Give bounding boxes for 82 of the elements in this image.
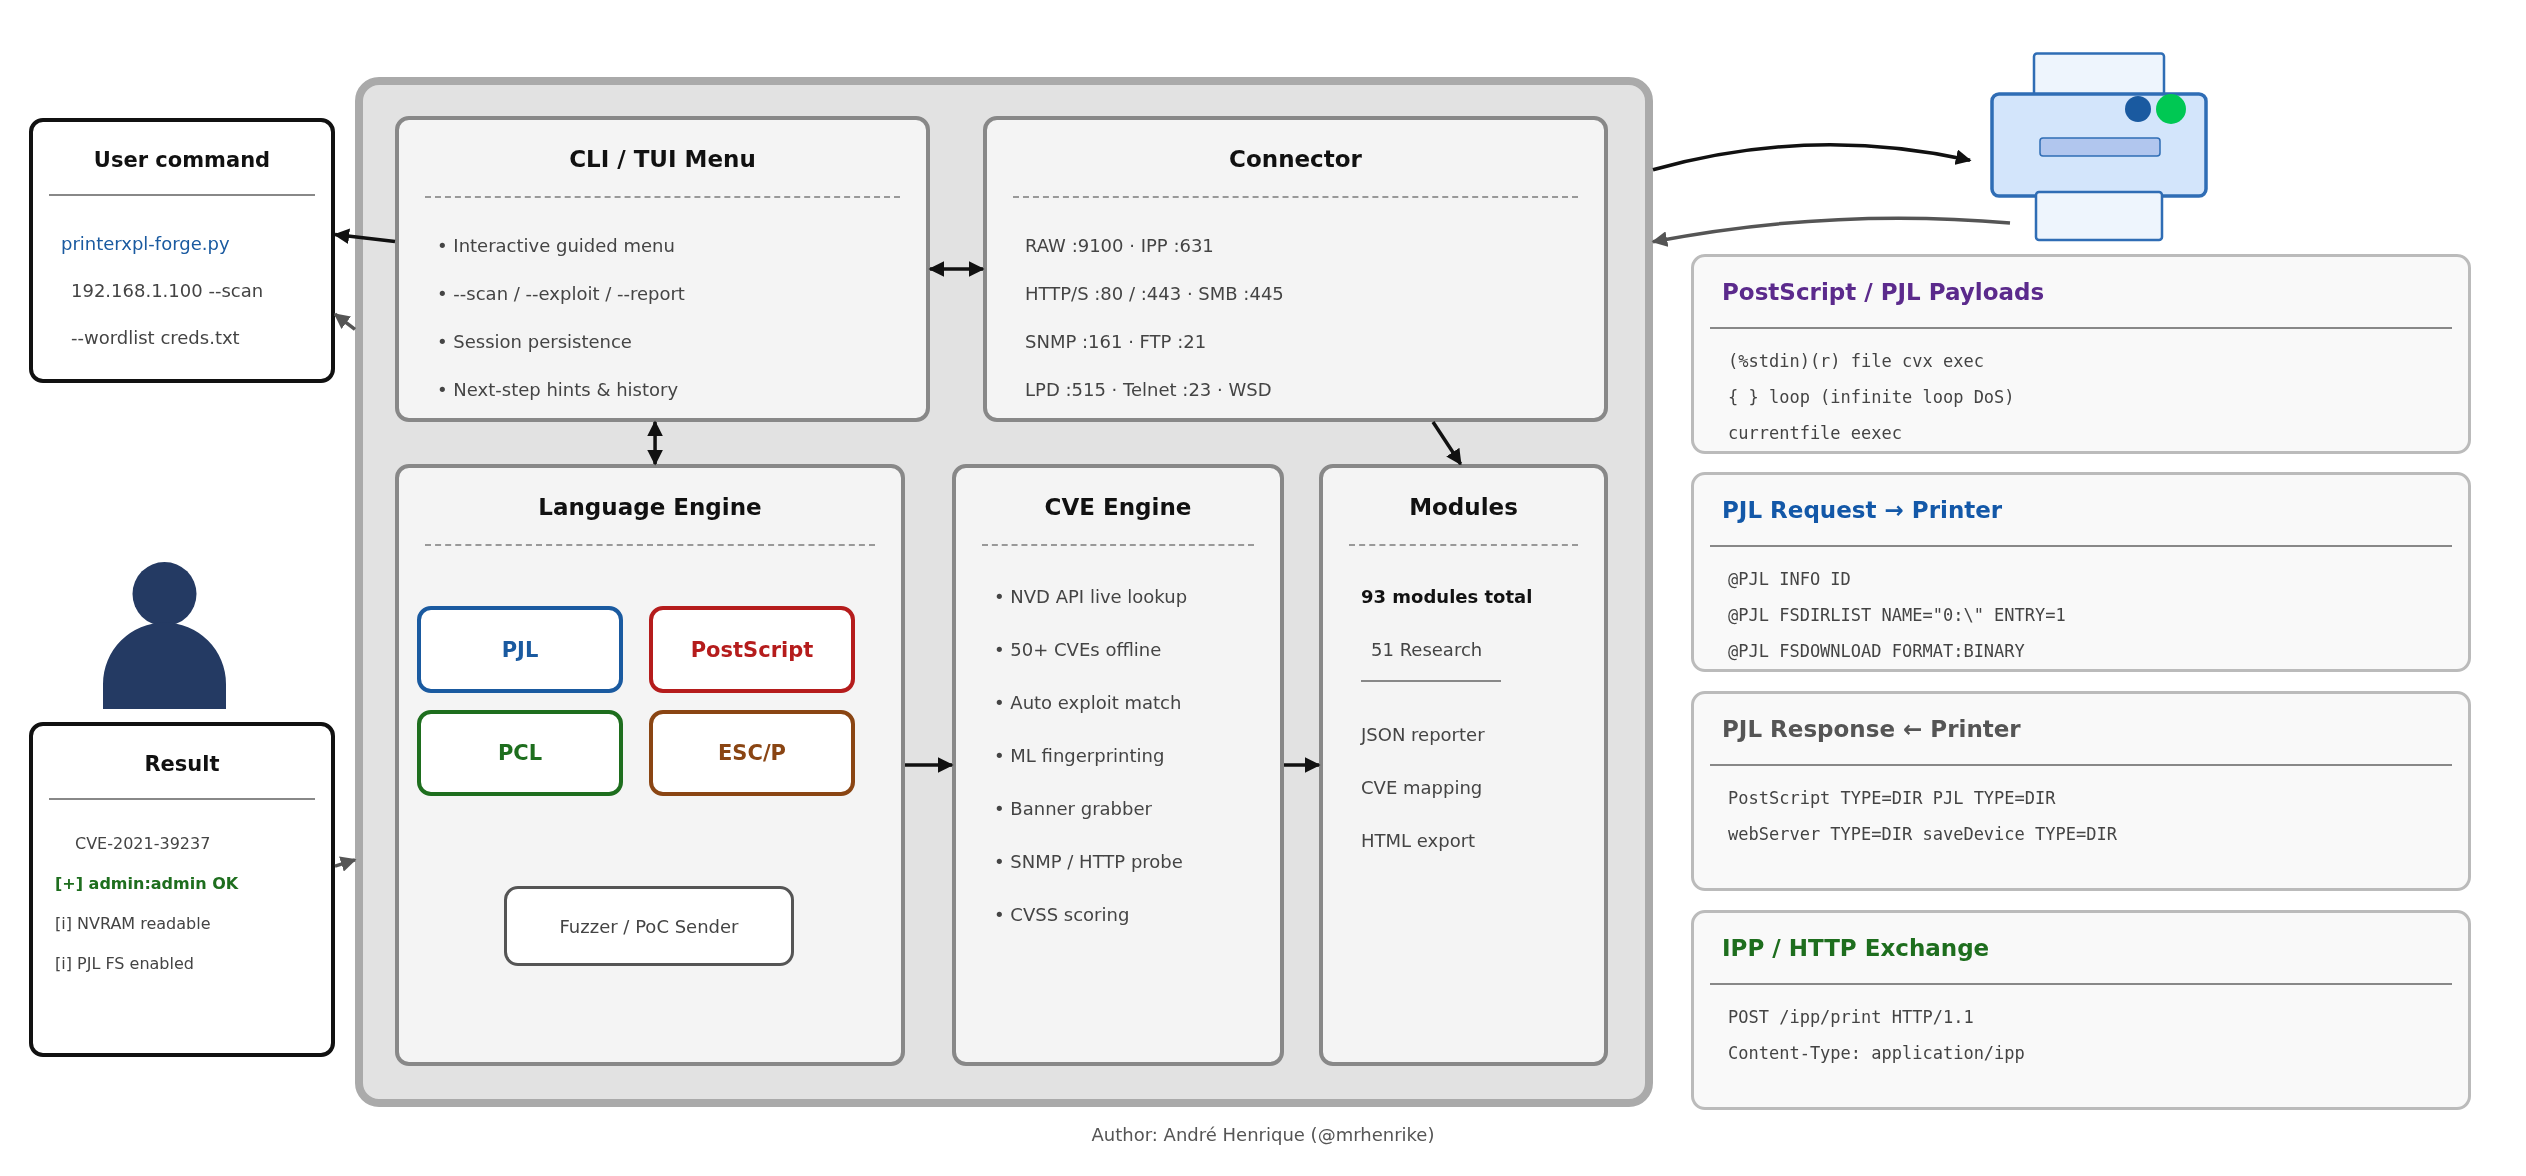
output-line: CVE-2021-39237 (74, 833, 212, 855)
heading: PJL Request → Printer (1721, 497, 2004, 523)
list-item: • Next-step hints & history (436, 378, 680, 402)
module-card (952, 464, 1284, 1066)
heading: PJL Response ← Printer (1721, 716, 2022, 742)
button-label: Fuzzer / PoC Sender (559, 915, 739, 937)
arrow (1651, 216, 2011, 247)
arrow (905, 757, 954, 773)
list-item: • 50+ CVEs offline (993, 638, 1163, 662)
list-item: • Interactive guided menu (436, 234, 676, 258)
code-panel (1691, 691, 2471, 891)
code-line: PostScript TYPE=DIR PJL TYPE=DIR (1727, 787, 2057, 810)
list-item: • Auto exploit match (993, 691, 1183, 715)
code-panel (1691, 910, 2471, 1110)
list-item: HTML export (1360, 829, 1477, 853)
list-item: • --scan / --exploit / --report (436, 282, 686, 306)
module-card (1319, 464, 1608, 1066)
output-line: [i] NVRAM readable (54, 913, 212, 935)
heading: User command (92, 148, 272, 172)
module-card (395, 464, 905, 1066)
code-line: @PJL FSDOWNLOAD FORMAT:BINARY (1727, 640, 2026, 663)
list-item: SNMP :161 · FTP :21 (1024, 330, 1208, 354)
terminal-card (29, 722, 335, 1057)
code-line: @PJL INFO ID (1727, 568, 1852, 591)
language-chip (417, 710, 623, 796)
arrow (334, 856, 357, 872)
list-item: • NVD API live lookup (993, 585, 1189, 609)
language-chip (649, 710, 855, 796)
code-line: Content-Type: application/ipp (1727, 1042, 2026, 1065)
code-line: POST /ipp/print HTTP/1.1 (1727, 1006, 1975, 1029)
heading: CLI / TUI Menu (568, 146, 757, 172)
code-line: webServer TYPE=DIR saveDevice TYPE=DIR (1727, 823, 2118, 846)
arrow (1284, 757, 1321, 773)
caption: Author: André Henrique (@mrhenrike) (1090, 1124, 1436, 1145)
heading: PostScript / PJL Payloads (1721, 279, 2046, 305)
module-card (395, 116, 930, 422)
list-item: RAW :9100 · IPP :631 (1024, 234, 1215, 258)
output-line: [i] PJL FS enabled (54, 953, 195, 975)
arrow (1652, 143, 1972, 172)
list-item: • ML fingerprinting (993, 744, 1166, 768)
language-label: PJL (501, 637, 539, 662)
code-panel (1691, 472, 2471, 672)
list-item: LPD :515 · Telnet :23 · WSD (1024, 378, 1273, 402)
sender-box (504, 886, 794, 966)
heading: IPP / HTTP Exchange (1721, 935, 1991, 961)
terminal-card (29, 118, 335, 383)
list-item: CVE mapping (1360, 776, 1484, 800)
code-line: (%stdin)(r) file cvx exec (1727, 350, 1985, 373)
list-item: 51 Research (1370, 638, 1484, 662)
arrow (928, 261, 985, 277)
language-label: ESC/P (718, 741, 786, 765)
arrow (333, 312, 357, 331)
tool-frame (355, 77, 1653, 1107)
arrow (333, 228, 396, 245)
module-card (983, 116, 1608, 422)
list-item: 93 modules total (1360, 585, 1534, 609)
list-item: • SNMP / HTTP probe (993, 850, 1184, 874)
printer-icon (1990, 52, 2208, 242)
heading: Language Engine (537, 494, 763, 520)
heading: CVE Engine (1043, 494, 1193, 520)
list-item: • Session persistence (436, 330, 633, 354)
arrow (647, 420, 663, 466)
list-item: • CVSS scoring (993, 903, 1131, 927)
output-line: [+] admin:admin OK (54, 873, 240, 895)
language-chip (649, 606, 855, 693)
language-label: PCL (497, 741, 543, 765)
code-panel (1691, 254, 2471, 454)
language-chip (417, 606, 623, 693)
heading: Result (143, 752, 221, 776)
arrow (1431, 421, 1463, 466)
list-item: JSON reporter (1359, 723, 1486, 747)
output-line: 192.168.1.100 --scan (70, 279, 265, 303)
code-line: currentfile eexec (1727, 422, 1903, 445)
heading: Modules (1408, 494, 1519, 520)
output-line: --wordlist creds.txt (70, 326, 241, 350)
code-line: @PJL FSDIRLIST NAME="0:\" ENTRY=1 (1727, 604, 2067, 627)
language-label: PostScript (690, 637, 814, 662)
list-item: • Banner grabber (993, 797, 1153, 821)
list-item: HTTP/S :80 / :443 · SMB :445 (1024, 282, 1285, 306)
code-line: { } loop (infinite loop DoS) (1727, 386, 2016, 409)
heading: Connector (1228, 146, 1363, 172)
output-line: printerxpl-forge.py (60, 232, 231, 256)
